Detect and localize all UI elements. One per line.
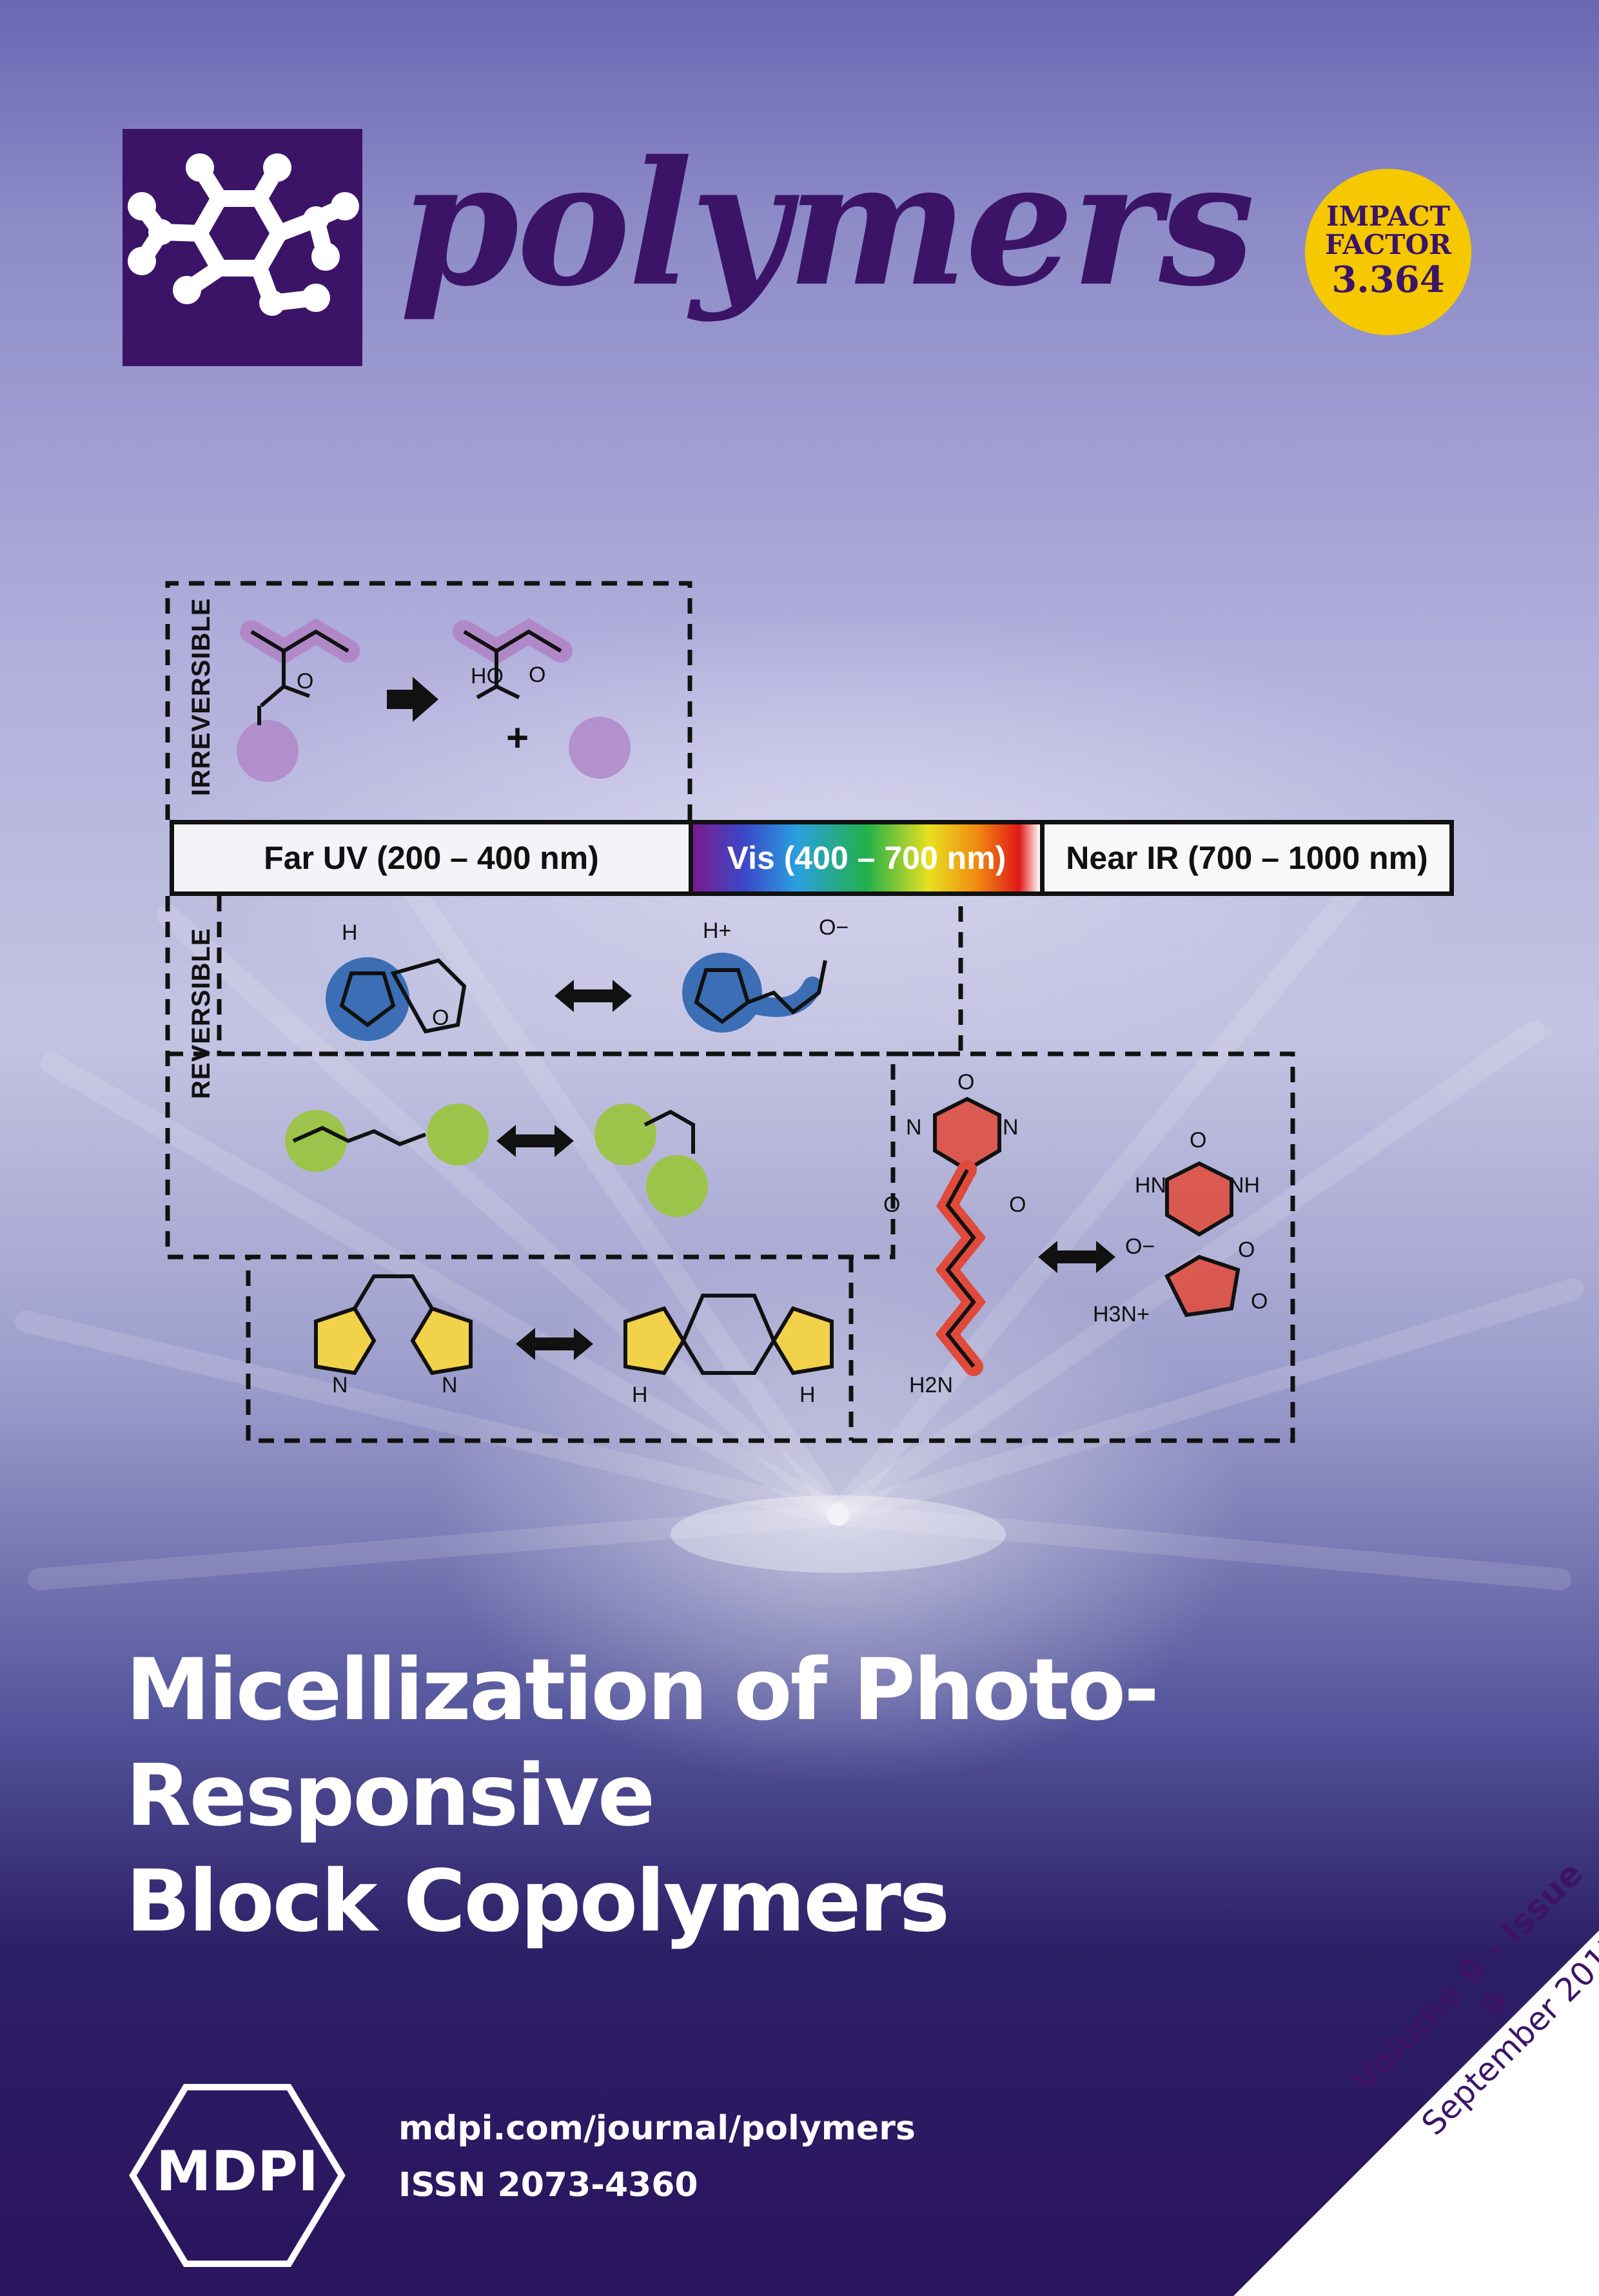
irreversible-reaction — [237, 618, 631, 782]
impact-factor-label-1: IMPACT — [1326, 200, 1450, 232]
atom-label: HN — [1135, 1173, 1166, 1198]
irreversible-frame — [165, 581, 692, 820]
double-arrow-icon — [554, 980, 632, 1012]
impact-factor-label-2: FACTOR — [1324, 229, 1452, 260]
atom-label: H2N — [909, 1373, 953, 1397]
atom-label: N — [1003, 1115, 1019, 1140]
atom-label: N — [332, 1373, 348, 1397]
article-title-line-1: Micellization of Photo-Responsive — [126, 1640, 1159, 1845]
plus-sign: + — [506, 716, 529, 759]
article-title: Micellization of Photo-Responsive Block … — [126, 1637, 1544, 1954]
journal-logo — [123, 129, 362, 366]
atom-label: HO — [471, 664, 504, 688]
atom-label: H3N+ — [1093, 1302, 1150, 1327]
diarylethene-reaction — [314, 1274, 834, 1376]
atom-label: H — [632, 1383, 648, 1407]
atom-label: N — [906, 1115, 922, 1140]
atom-label: O — [297, 669, 313, 694]
dasa-reaction — [933, 1096, 1241, 1376]
atom-label: O — [883, 1192, 900, 1217]
issn: ISSN 2073-4360 — [398, 2166, 698, 2204]
article-title-line-2: Block Copolymers — [126, 1852, 950, 1951]
impact-factor-value: 3.364 — [1331, 258, 1445, 301]
atom-label: O — [432, 1006, 449, 1030]
impact-factor-badge: IMPACT FACTOR 3.364 — [1305, 169, 1471, 335]
atom-label: NH — [1228, 1173, 1260, 1198]
atom-label: O — [1238, 1238, 1255, 1262]
spectrum-bar: Far UV (200 – 400 nm) Vis (400 – 700 nm)… — [170, 820, 1454, 896]
atom-label: H — [800, 1383, 816, 1407]
visible-band: Vis (400 – 700 nm) — [693, 824, 1045, 891]
atom-label: H+ — [703, 919, 731, 943]
journal-url[interactable]: mdpi.com/journal/polymers — [398, 2109, 916, 2148]
double-arrow-icon — [516, 1328, 593, 1360]
atom-label: O — [1190, 1128, 1206, 1153]
spiropyran-reaction — [326, 953, 827, 1041]
reversible-frame — [165, 896, 1295, 1443]
near-ir-band: Near IR (700 – 1000 nm) — [1045, 824, 1449, 891]
atom-label: N — [442, 1373, 458, 1397]
atom-label: O− — [1125, 1234, 1155, 1259]
photoresponsive-diagram: O HO O + H O H+ O− N N H H N N O O O H2N… — [165, 581, 1295, 1443]
released-group-circle — [569, 717, 631, 779]
molecule-logo-icon — [128, 153, 359, 316]
atom-label: O — [957, 1070, 974, 1094]
reaction-arrow-icon — [387, 677, 438, 722]
atom-label: O — [1009, 1192, 1026, 1217]
azobenzene-reaction — [285, 1104, 708, 1217]
atom-label: H — [342, 920, 358, 945]
far-uv-band: Far UV (200 – 400 nm) — [174, 824, 693, 891]
journal-title: polymers — [400, 124, 1255, 324]
atom-label: O — [529, 663, 545, 687]
double-arrow-icon — [496, 1125, 574, 1157]
mdpi-logo: MDPI — [129, 2084, 346, 2267]
double-arrow-icon — [1038, 1241, 1115, 1273]
leaving-group-circle — [237, 720, 299, 782]
mdpi-logo-text: MDPI — [156, 2139, 319, 2204]
atom-label: O− — [819, 915, 849, 940]
atom-label: O — [1251, 1289, 1268, 1314]
